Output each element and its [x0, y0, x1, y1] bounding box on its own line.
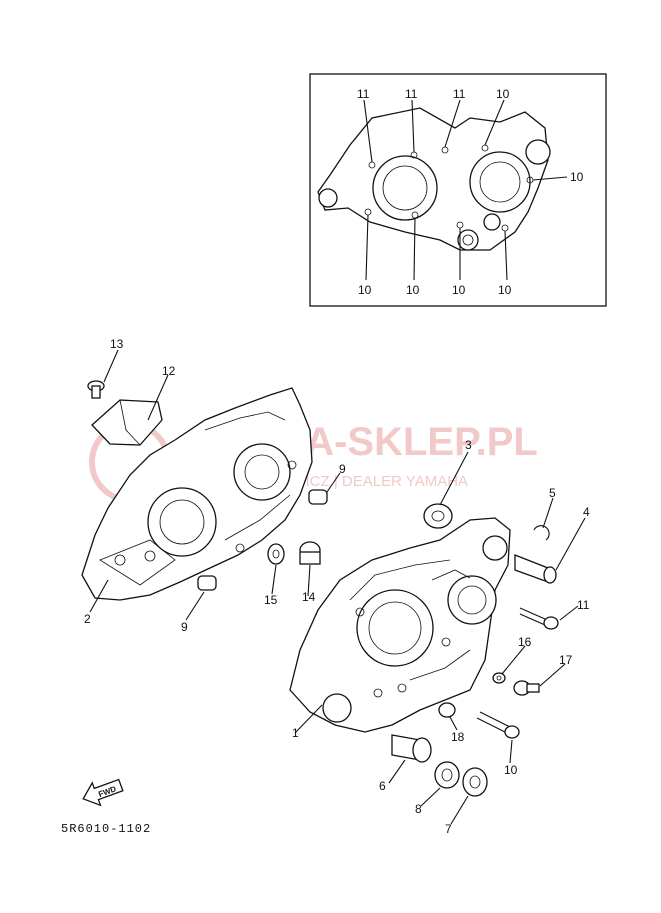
inset-label-top-4: 10 — [496, 87, 510, 101]
callout-9-lower: 9 — [181, 620, 188, 634]
bearing-part-3 — [423, 503, 453, 529]
inset-label-bottom-1: 10 — [358, 283, 372, 297]
callout-16: 16 — [518, 635, 532, 649]
collar-part-6 — [391, 734, 432, 763]
inset-label-right: 10 — [570, 170, 584, 184]
inset-label-bottom-4: 10 — [498, 283, 512, 297]
inset-label-top-3: 11 — [453, 87, 466, 101]
washer-part-16 — [492, 672, 506, 684]
washer-part-8 — [434, 761, 460, 789]
callout-18: 18 — [451, 730, 465, 744]
inset-label-bottom-3: 10 — [452, 283, 466, 297]
bolt-part-10 — [476, 711, 520, 739]
callout-15: 15 — [264, 593, 278, 607]
callout-1: 1 — [292, 726, 299, 740]
callout-2: 2 — [84, 612, 91, 626]
washer-part-15 — [267, 543, 285, 565]
inset-bolt-view: 11 11 11 10 10 10 10 10 10 — [309, 73, 607, 307]
callout-4: 4 — [583, 505, 590, 519]
callout-14: 14 — [302, 590, 316, 604]
callout-3: 3 — [465, 438, 472, 452]
bolt-part-11 — [519, 607, 559, 630]
callout-labels: 1 2 3 4 5 6 7 8 9 9 10 11 12 13 14 15 16… — [84, 337, 590, 836]
callout-leaders — [89, 349, 586, 825]
callout-6: 6 — [379, 779, 386, 793]
watermark-subtitle: CHOWICZ | DEALER YAMAHA — [258, 473, 468, 490]
inset-label-top-1: 11 — [357, 87, 370, 101]
clip-part-5 — [533, 525, 550, 541]
dowel-pin-upper — [308, 489, 328, 505]
callout-9-upper: 9 — [339, 462, 346, 476]
callout-5: 5 — [549, 486, 556, 500]
callout-11: 11 — [577, 598, 590, 612]
screw-part-13 — [87, 380, 105, 399]
crankcase-left-part-2 — [81, 387, 313, 601]
callout-12: 12 — [162, 364, 176, 378]
drawing-code: 5R6010-1102 — [61, 822, 151, 836]
plug-part-14 — [299, 541, 321, 565]
inset-label-bottom-2: 10 — [406, 283, 420, 297]
plate-part-12 — [91, 399, 163, 446]
seal-part-7 — [462, 767, 488, 797]
callout-13: 13 — [110, 337, 124, 351]
crankcase-right-part-1 — [289, 517, 511, 733]
plug-part-18 — [438, 702, 456, 718]
callout-17: 17 — [559, 653, 573, 667]
inset-label-top-2: 11 — [405, 87, 418, 101]
collar-part-4 — [514, 554, 557, 584]
callout-8: 8 — [415, 802, 422, 816]
fwd-arrow: FWD — [82, 778, 124, 807]
callout-7: 7 — [445, 822, 452, 836]
dowel-pin-lower — [197, 575, 217, 591]
bolt-part-17 — [513, 680, 540, 696]
callout-10: 10 — [504, 763, 518, 777]
